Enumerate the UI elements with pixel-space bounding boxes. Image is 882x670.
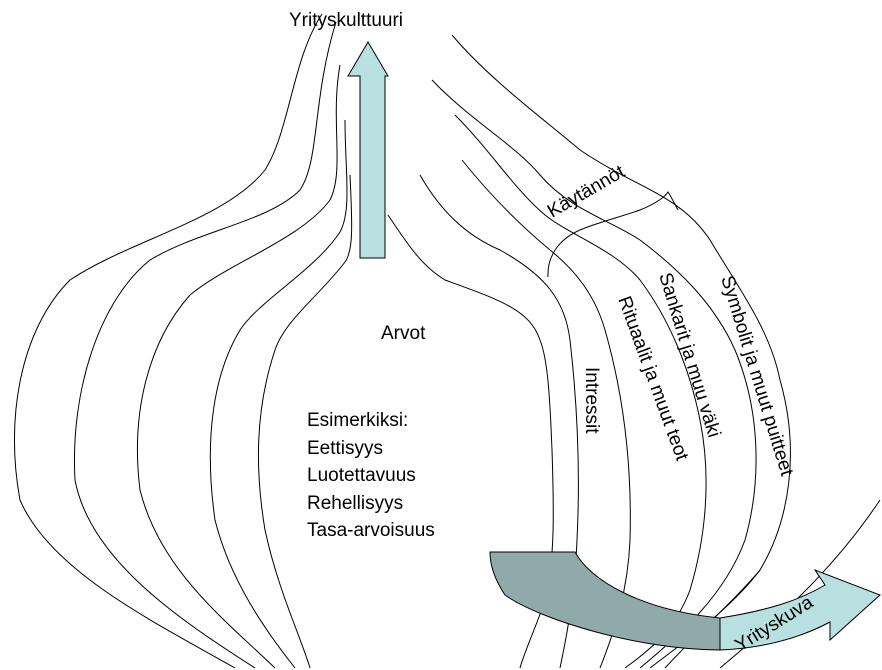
layer-label-symbolit: Symbolit ja muut puitteet: [716, 273, 797, 479]
example-item: Eettisyys: [307, 435, 435, 463]
example-item: Rehellisyys: [307, 490, 435, 518]
example-item: Luotettavuus: [307, 462, 435, 490]
layer-label-intressit: Intressit: [581, 367, 602, 434]
left-layer-curves: [14, 14, 351, 668]
core-values-label: Arvot: [381, 323, 425, 345]
left-curve-4: [210, 120, 347, 668]
values-example-list: Esimerkiksi: Eettisyys Luotettavuus Rehe…: [307, 407, 435, 545]
diagram-title: Yrityskulttuuri: [289, 10, 403, 32]
left-curve-3: [137, 65, 340, 668]
upward-arrow: [348, 42, 388, 258]
examples-heading: Esimerkiksi:: [307, 407, 435, 435]
example-item: Tasa-arvoisuus: [307, 517, 435, 545]
left-curve-2: [74, 22, 336, 668]
